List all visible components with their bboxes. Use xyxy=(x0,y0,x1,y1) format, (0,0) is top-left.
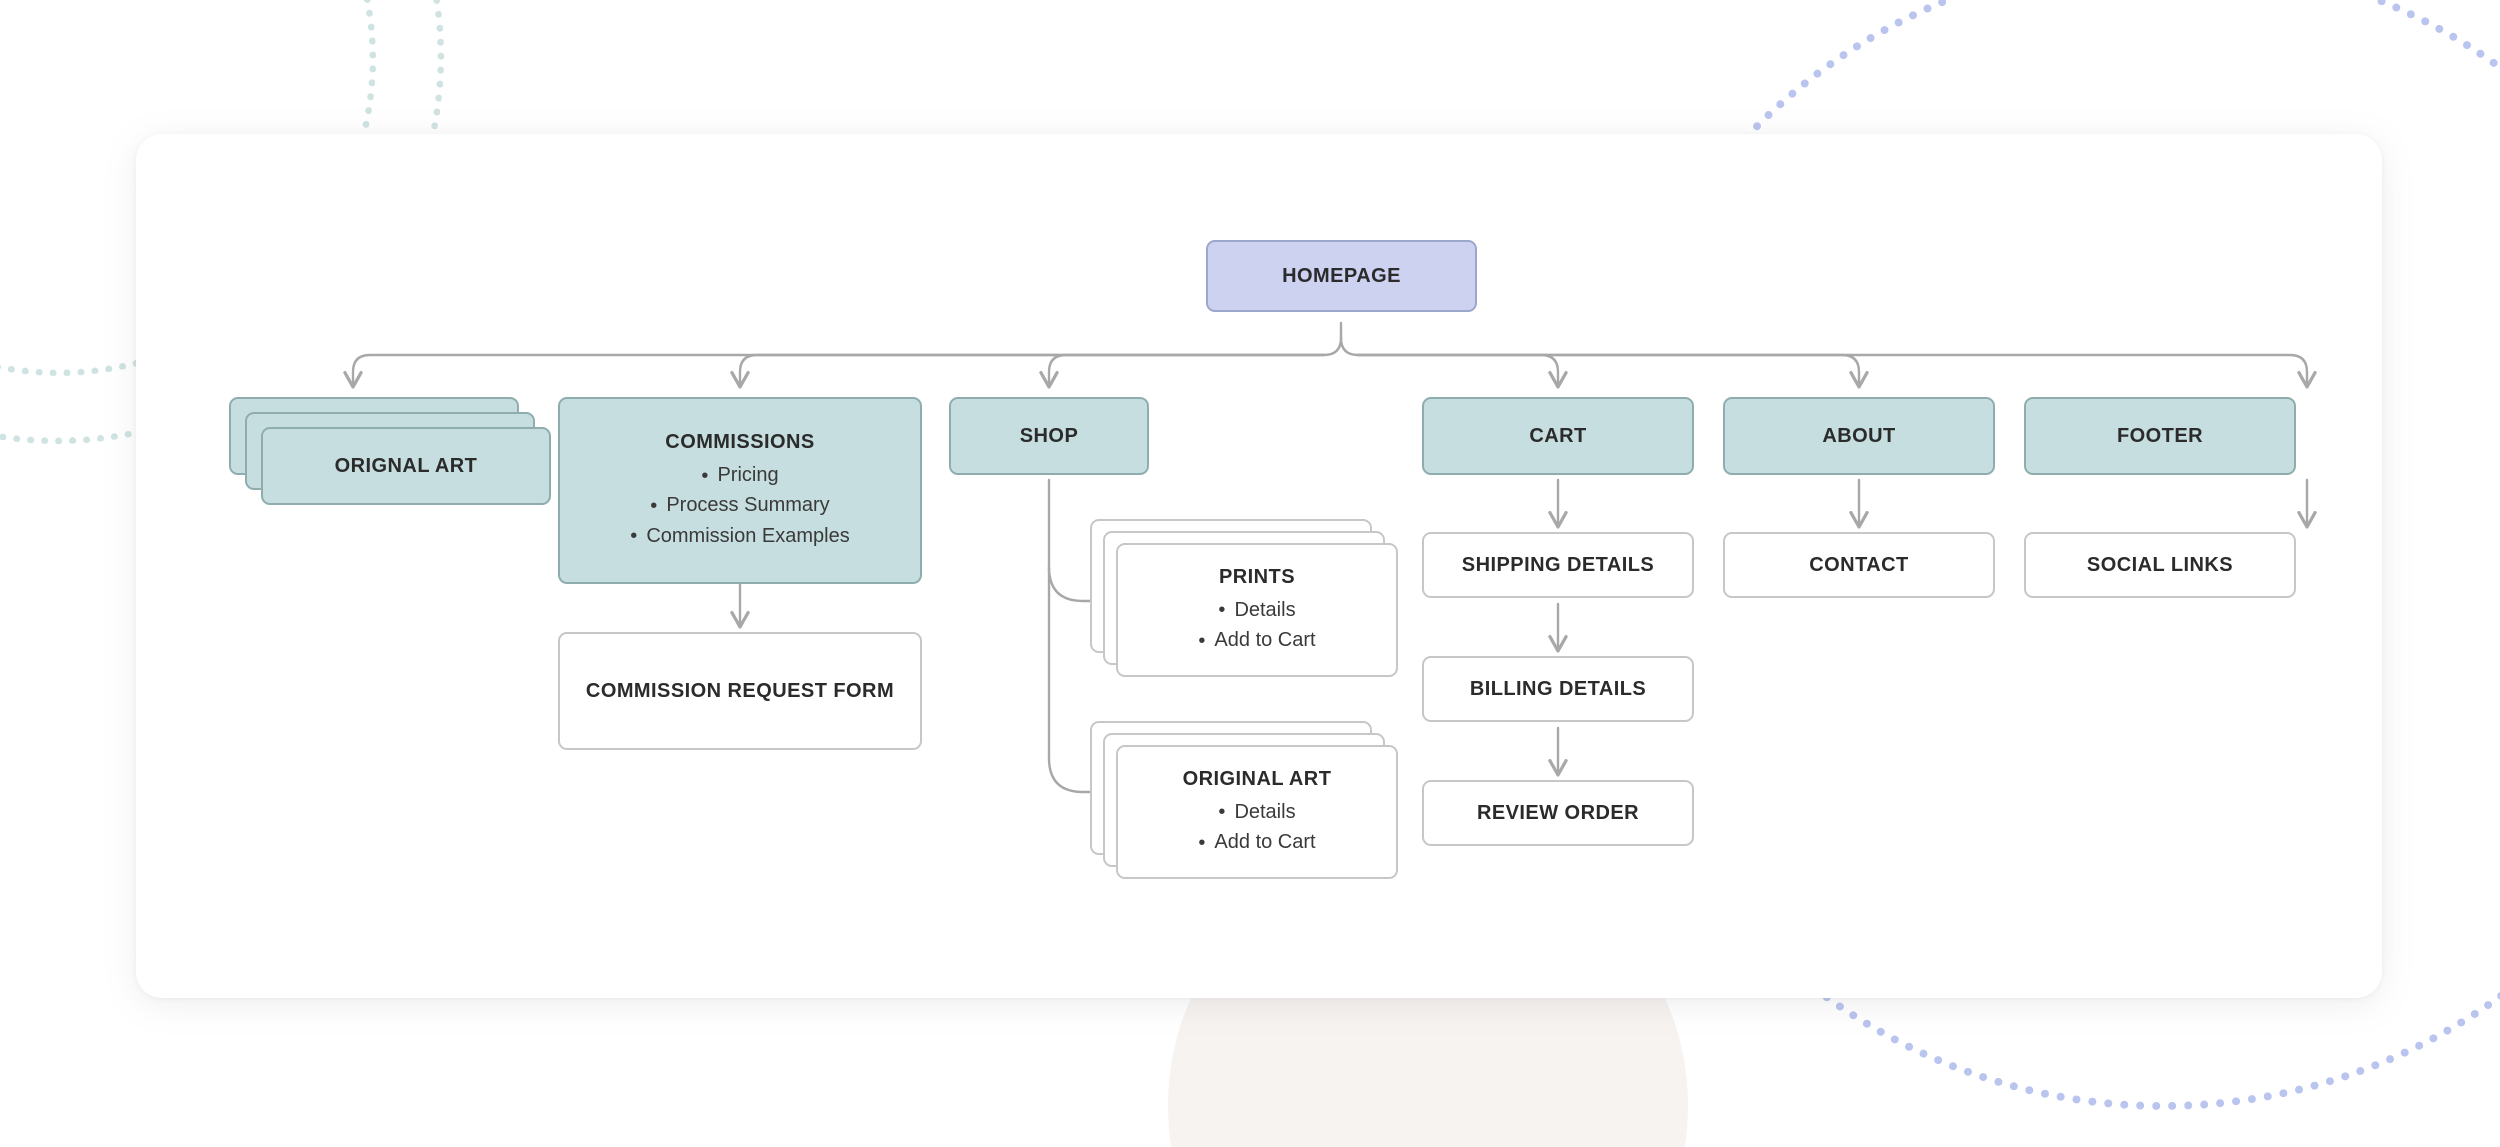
node-cart-title: CART xyxy=(1529,424,1587,447)
node-commission-request-form-title: COMMISSION REQUEST FORM xyxy=(585,679,895,702)
node-billing-details-title: BILLING DETAILS xyxy=(1469,677,1647,700)
bullet-process-summary: Process Summary xyxy=(650,490,829,520)
node-shop[interactable]: SHOP xyxy=(949,397,1149,475)
bullet-details: Details xyxy=(1218,595,1295,625)
bullet-details: Details xyxy=(1218,797,1295,827)
bullet-pricing: Pricing xyxy=(701,460,778,490)
node-about[interactable]: ABOUT xyxy=(1723,397,1995,475)
node-homepage[interactable]: HOMEPAGE xyxy=(1206,240,1477,312)
edge-homepage-cart xyxy=(1356,353,1568,389)
node-prints-bullets: Details Add to Cart xyxy=(1198,595,1315,656)
node-footer-title: FOOTER xyxy=(2116,424,2204,447)
edge-homepage-about xyxy=(1356,353,1869,389)
node-cart[interactable]: CART xyxy=(1422,397,1694,475)
node-commissions-bullets: Pricing Process Summary Commission Examp… xyxy=(630,460,849,551)
bullet-add-to-cart: Add to Cart xyxy=(1198,827,1315,857)
edge-shop-prints xyxy=(1047,565,1112,611)
node-shop-title: SHOP xyxy=(1019,424,1079,447)
node-prints[interactable]: PRINTS Details Add to Cart xyxy=(1116,543,1398,677)
node-orignal-art[interactable]: ORIGNAL ART xyxy=(261,427,551,505)
node-review-order[interactable]: REVIEW ORDER xyxy=(1422,780,1694,846)
node-contact-title: CONTACT xyxy=(1809,553,1909,576)
node-shipping-details[interactable]: SHIPPING DETAILS xyxy=(1422,532,1694,598)
node-original-art-shop[interactable]: ORIGINAL ART Details Add to Cart xyxy=(1116,745,1398,879)
node-shipping-details-title: SHIPPING DETAILS xyxy=(1461,553,1655,576)
node-original-art-shop-title: ORIGINAL ART xyxy=(1182,767,1332,790)
node-prints-title: PRINTS xyxy=(1218,565,1296,588)
node-social-links-title: SOCIAL LINKS xyxy=(2086,553,2234,576)
node-social-links[interactable]: SOCIAL LINKS xyxy=(2024,532,2296,598)
edge-homepage-footer xyxy=(1339,336,2317,389)
node-commissions-title: COMMISSIONS xyxy=(665,430,815,453)
edge-shop-original-art xyxy=(1047,756,1112,802)
node-contact[interactable]: CONTACT xyxy=(1723,532,1995,598)
node-review-order-title: REVIEW ORDER xyxy=(1476,801,1640,824)
bullet-add-to-cart: Add to Cart xyxy=(1198,625,1315,655)
node-billing-details[interactable]: BILLING DETAILS xyxy=(1422,656,1694,722)
edge-homepage-orignal-art xyxy=(343,336,1343,389)
edge-homepage-shop xyxy=(1039,353,1326,389)
node-orignal-art-title: ORIGNAL ART xyxy=(334,454,478,477)
node-commission-request-form[interactable]: COMMISSION REQUEST FORM xyxy=(558,632,922,750)
node-footer[interactable]: FOOTER xyxy=(2024,397,2296,475)
node-about-title: ABOUT xyxy=(1822,424,1896,447)
edge-homepage-commissions xyxy=(730,353,1326,389)
bullet-commission-examples: Commission Examples xyxy=(630,521,849,551)
node-homepage-title: HOMEPAGE xyxy=(1282,264,1401,287)
node-original-art-shop-bullets: Details Add to Cart xyxy=(1198,797,1315,858)
node-commissions[interactable]: COMMISSIONS Pricing Process Summary Comm… xyxy=(558,397,922,584)
